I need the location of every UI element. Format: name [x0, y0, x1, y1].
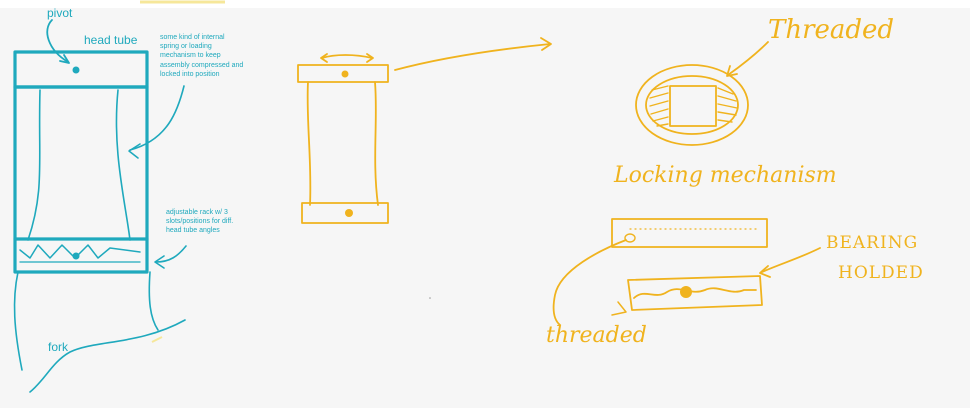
fork-left — [15, 272, 22, 370]
threaded-bottom-label: threaded — [546, 323, 647, 348]
speck — [429, 297, 431, 299]
spring-note: some kind of internal spring or loading … — [160, 33, 243, 79]
threaded-bottom-curve — [554, 240, 626, 325]
tube-top-dot — [342, 71, 349, 78]
rack-dot — [73, 253, 80, 260]
tube-right-side — [375, 82, 378, 205]
threaded-top-label: Threaded — [768, 15, 894, 45]
locking-lower-dot — [680, 286, 692, 298]
threaded-ring-sketch — [636, 42, 768, 145]
rack-note: adjustable rack w/ 3 slots/positions for… — [166, 208, 233, 236]
bearing-label-line1: BEARING — [826, 233, 918, 253]
thread-marker — [625, 234, 635, 242]
pivot-dot — [73, 67, 80, 74]
locking-lower-bar — [628, 276, 762, 310]
bearing-arrow — [762, 248, 820, 272]
fork-right — [149, 272, 158, 330]
locking-upper-bar — [612, 219, 767, 247]
tube-sketch — [298, 38, 551, 223]
spring-note-arrow — [130, 86, 184, 150]
tube-left-side — [308, 82, 311, 205]
head-tube-top-cap — [15, 52, 147, 87]
locking-mechanism-sketch — [554, 219, 820, 325]
spring-note-arrow-head — [129, 144, 140, 158]
inner-spring-left — [28, 90, 40, 240]
fork-tail — [30, 320, 185, 392]
tube-bottom-dot — [345, 209, 353, 217]
head-tube-body — [15, 87, 147, 272]
ring-square — [670, 86, 716, 126]
rotation-arrow — [322, 55, 372, 58]
inner-spring-right — [116, 90, 130, 240]
yellow-tick — [152, 337, 162, 342]
rack-note-arrow — [156, 246, 186, 262]
head-tube-label: head tube — [84, 33, 137, 47]
rack-zigzag — [20, 245, 140, 258]
locking-wave — [634, 288, 756, 298]
threaded-arrow — [728, 42, 768, 75]
bearing-label-line2: HOLDED — [838, 263, 924, 283]
fork-label: fork — [48, 340, 68, 354]
threaded-bottom-pointer — [612, 302, 626, 315]
long-arrow — [395, 44, 550, 70]
locking-mechanism-label: Locking mechanism — [614, 163, 837, 188]
pivot-label: pivot — [47, 6, 72, 20]
